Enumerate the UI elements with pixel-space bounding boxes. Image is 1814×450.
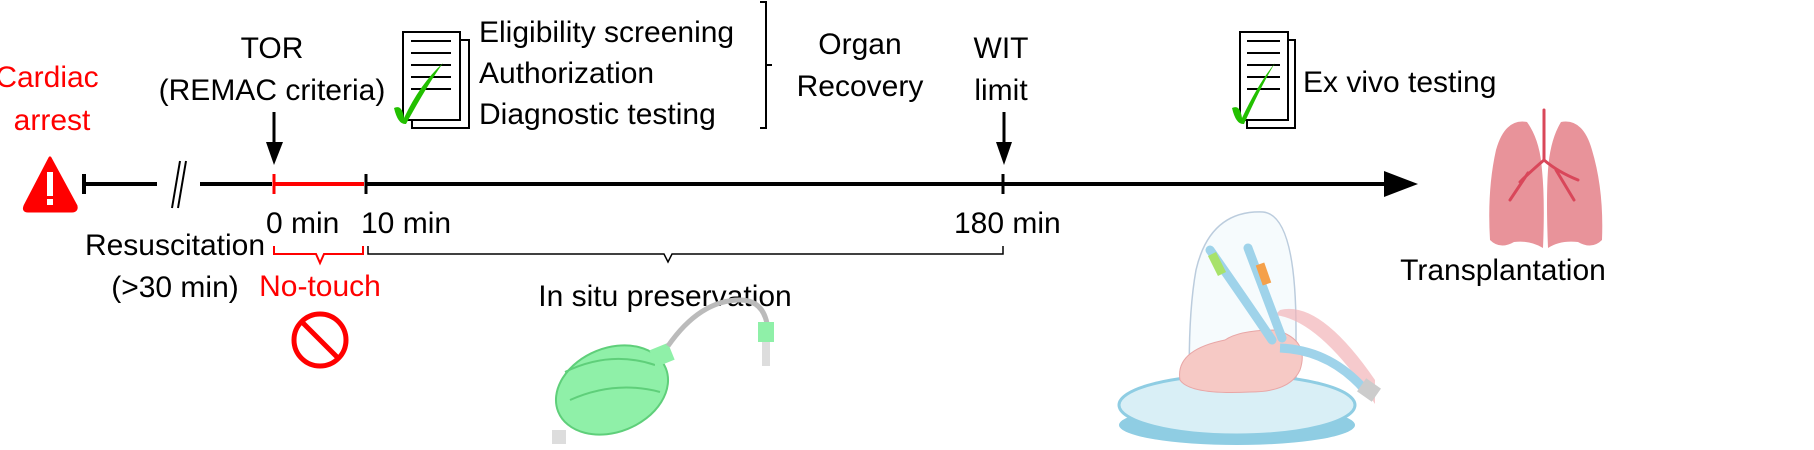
wit-label: WIT: [974, 32, 1029, 65]
authorization-label: Authorization: [479, 57, 654, 90]
checkmark-icon: [1232, 63, 1275, 125]
ex-vivo-document-icon: [1232, 31, 1296, 129]
resuscitation-duration-label: (>30 min): [111, 271, 239, 304]
transplantation-label: Transplantation: [1400, 254, 1606, 287]
tick-0-min: 0 min: [266, 207, 339, 240]
cardiac-arrest-label-1: Cardiac: [0, 61, 99, 94]
break-mark: [171, 160, 181, 209]
diagnostic-testing-label: Diagnostic testing: [479, 98, 716, 131]
checklist-document-icon: [394, 31, 470, 129]
in-situ-brace: [367, 246, 1004, 264]
ex-vivo-testing-label: Ex vivo testing: [1303, 66, 1496, 99]
tor-criteria-label: (REMAC criteria): [159, 74, 386, 107]
eligibility-screening-label: Eligibility screening: [479, 16, 734, 49]
tor-label: TOR: [241, 32, 304, 65]
cardiac-arrest-label-2: arrest: [14, 104, 91, 137]
down-arrow-icon: [996, 112, 1012, 165]
no-touch-label: No-touch: [259, 270, 381, 303]
organ-label: Organ: [818, 28, 901, 61]
ventilation-bag-icon: [552, 297, 774, 444]
tick-180-min: 180 min: [954, 207, 1061, 240]
resuscitation-label: Resuscitation: [85, 229, 265, 262]
down-arrow-icon: [266, 112, 283, 165]
lungs-icon: [1489, 108, 1603, 248]
timeline-arrowhead: [1384, 171, 1418, 197]
ex-vivo-perfusion-dome-icon: [1117, 211, 1381, 445]
limit-label: limit: [974, 74, 1028, 107]
prohibited-icon: [291, 311, 349, 369]
warning-icon: [22, 156, 78, 213]
bracket: [760, 1, 772, 129]
in-situ-preservation-label: In situ preservation: [538, 280, 791, 313]
checkmark-icon: [394, 63, 443, 125]
timeline-axis: [82, 160, 1418, 209]
no-touch-brace: [273, 246, 364, 266]
recovery-label: Recovery: [797, 70, 924, 103]
tick-10-min: 10 min: [361, 207, 451, 240]
